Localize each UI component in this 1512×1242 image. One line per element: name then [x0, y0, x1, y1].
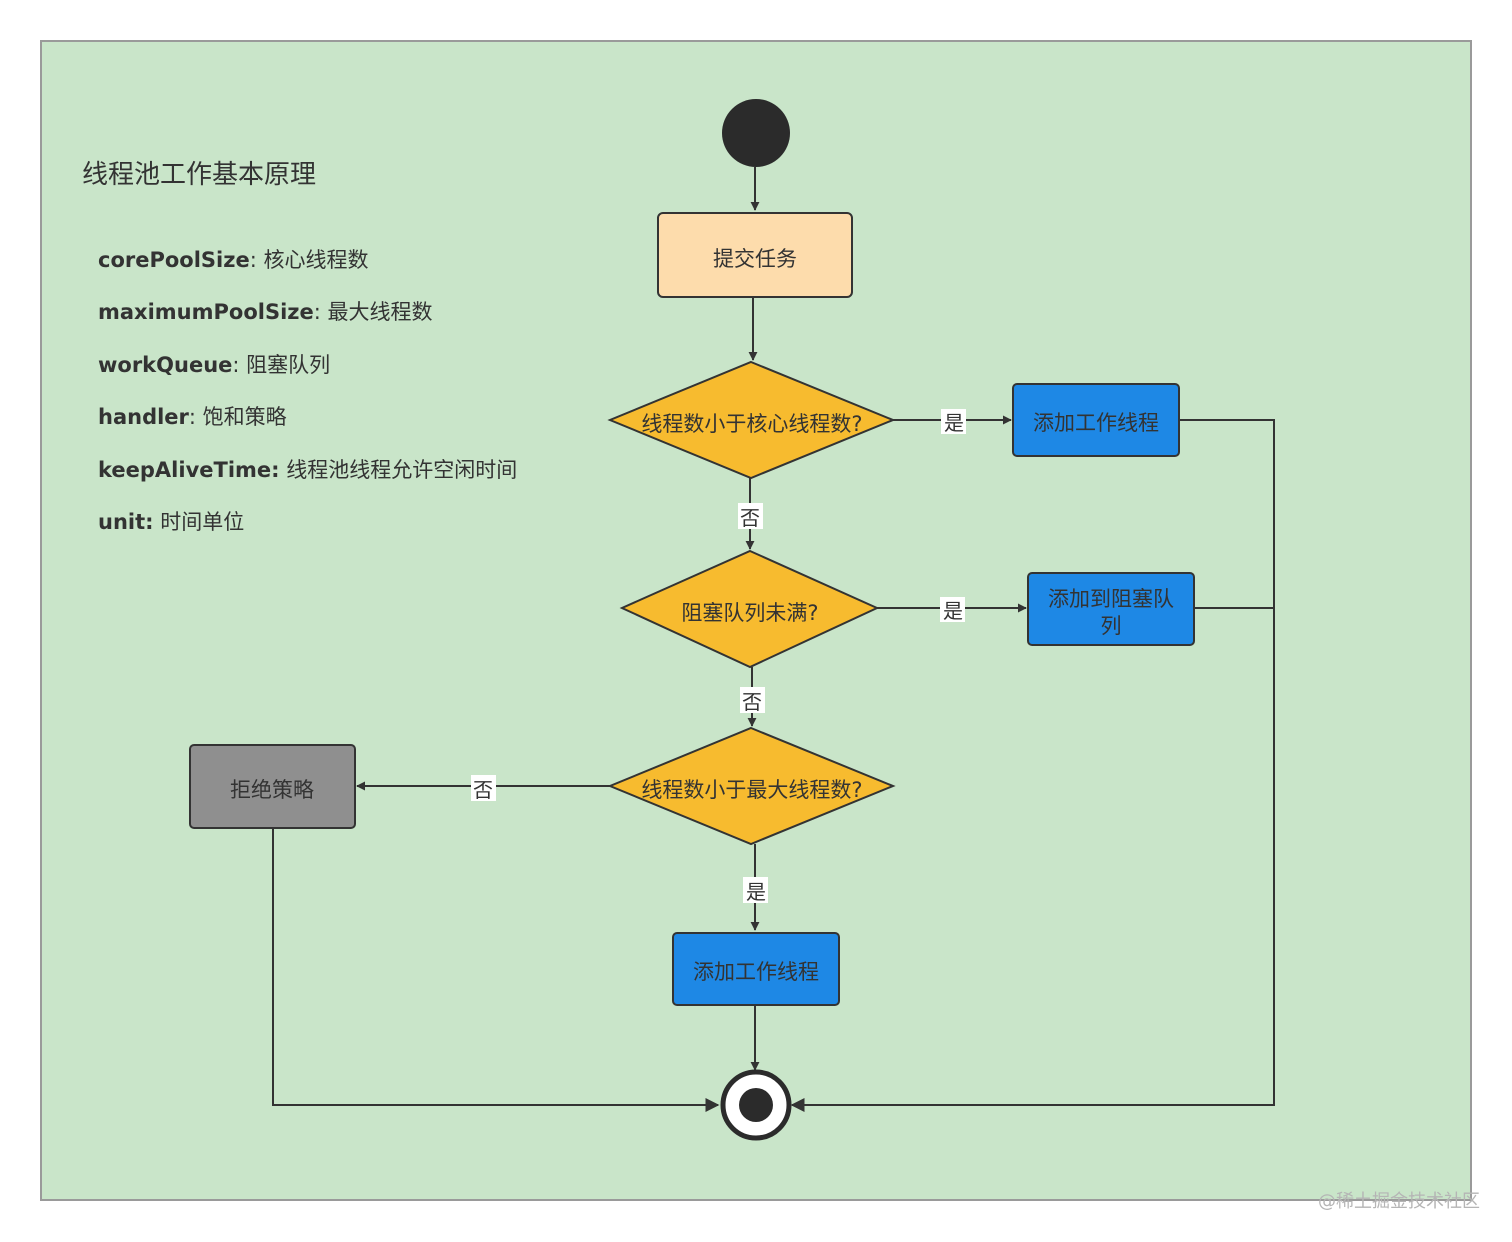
node-add-to-queue: 添加到阻塞队 列 [1027, 572, 1195, 646]
process-box [672, 932, 840, 1006]
param-desc: 时间单位 [160, 510, 244, 534]
param-separator [280, 458, 287, 482]
param-desc: 线程池线程允许空闲时间 [286, 458, 517, 482]
param-corepoolsize: corePoolSize: 核心线程数 [98, 248, 368, 272]
decision-diamond [607, 360, 896, 480]
param-separator: : [314, 300, 328, 324]
param-legend: corePoolSize: 核心线程数 maximumPoolSize: 最大线… [98, 248, 517, 534]
param-key: corePoolSize [98, 248, 250, 272]
node-label-line2: 列 [1101, 614, 1122, 638]
edge-label-max-yes: 是 [746, 880, 766, 904]
param-separator: : [232, 353, 246, 377]
param-desc: 饱和策略 [203, 405, 287, 429]
param-desc: 阻塞队列 [246, 353, 330, 377]
decision-diamond [607, 726, 896, 846]
node-submit-task: 提交任务 [657, 212, 853, 298]
decision-core-threads: 线程数小于核心线程数? [607, 360, 896, 480]
param-key: unit: [98, 510, 154, 534]
decision-diamond [619, 549, 880, 669]
decision-max-threads: 线程数小于最大线程数? [607, 726, 896, 846]
edge-label-bg [743, 877, 768, 903]
param-key: handler [98, 405, 190, 429]
edge-label-bg [471, 775, 496, 801]
edge-label-core-yes: 是 [944, 411, 964, 435]
param-desc: 核心线程数 [263, 248, 368, 272]
param-handler: handler: 饱和策略 [98, 405, 287, 429]
edge-label-bg [738, 503, 763, 529]
param-separator: : [189, 405, 203, 429]
process-box [1012, 383, 1180, 457]
end-node-dot [739, 1088, 773, 1122]
watermark: @稀土掘金技术社区 [1318, 1191, 1480, 1212]
param-separator [154, 510, 161, 534]
param-separator: : [250, 248, 264, 272]
edge-right-to-end [790, 419, 1275, 1112]
edge-label-max-no: 否 [473, 778, 493, 802]
diagram-title: 线程池工作基本原理 [82, 160, 316, 190]
edge-label-bg [740, 687, 765, 713]
node-label: 提交任务 [713, 247, 797, 271]
param-key: keepAliveTime: [98, 458, 280, 482]
node-label: 添加工作线程 [693, 960, 819, 984]
process-box [1027, 572, 1195, 646]
edge-label-bg [941, 409, 966, 434]
param-workqueue: workQueue: 阻塞队列 [98, 353, 330, 377]
end-node [720, 1069, 792, 1141]
param-desc: 最大线程数 [328, 300, 433, 324]
edge-label-queue-no: 否 [742, 690, 762, 714]
node-label: 拒绝策略 [230, 778, 314, 802]
edge-labels: 是 否 是 否 否 是 [471, 409, 966, 904]
param-key: workQueue [98, 353, 232, 377]
edge-label-core-no: 否 [740, 506, 760, 530]
process-box [657, 212, 853, 298]
node-label: 线程数小于核心线程数? [641, 412, 862, 436]
edge-reject-to-end [272, 829, 720, 1112]
param-key: maximumPoolSize [98, 300, 314, 324]
node-add-worker-core: 添加工作线程 [1012, 383, 1180, 457]
decision-queue-not-full: 阻塞队列未满? [619, 549, 880, 669]
node-label: 添加工作线程 [1033, 411, 1159, 435]
node-label: 线程数小于最大线程数? [641, 778, 862, 802]
param-unit: unit: 时间单位 [98, 510, 244, 534]
edge-label-queue-yes: 是 [943, 599, 963, 623]
start-node [722, 99, 790, 167]
process-box [189, 744, 356, 829]
node-add-worker-max: 添加工作线程 [672, 932, 840, 1006]
node-label: 阻塞队列未满? [681, 601, 818, 625]
edge-label-bg [940, 597, 965, 622]
param-maximumpoolsize: maximumPoolSize: 最大线程数 [98, 300, 433, 324]
node-label-line1: 添加到阻塞队 [1048, 587, 1174, 611]
param-keepalivetime: keepAliveTime: 线程池线程允许空闲时间 [98, 458, 517, 482]
node-reject-policy: 拒绝策略 [189, 744, 356, 829]
